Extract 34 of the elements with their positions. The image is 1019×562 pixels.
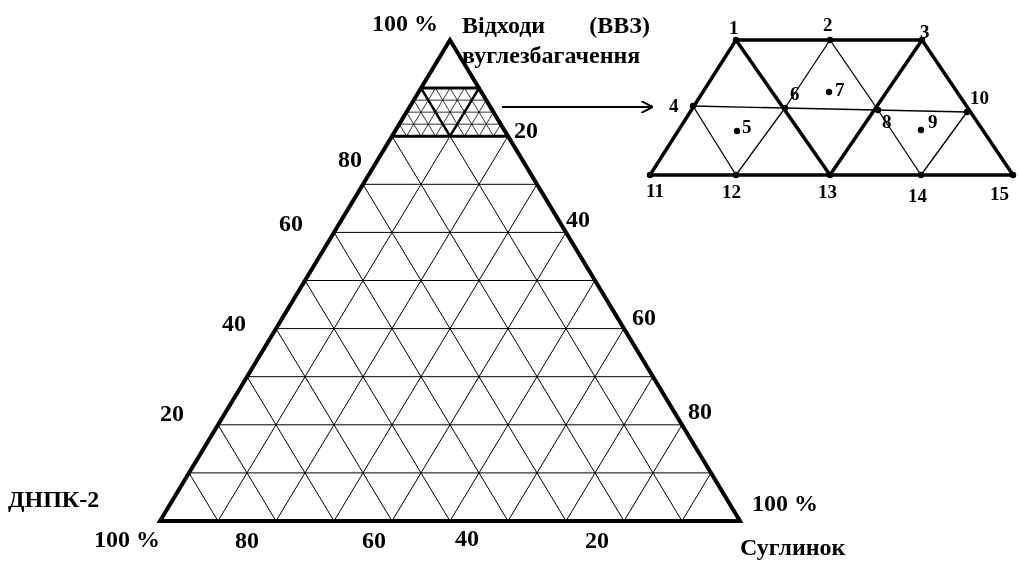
point-number: 4 <box>669 96 679 116</box>
point-number: 10 <box>970 88 989 108</box>
vertex-label: 100 % <box>94 526 160 552</box>
axis-tick-label: 80 <box>235 527 259 553</box>
vertex-label: Відходи (ВВЗ) вуглезбагачення <box>462 11 650 70</box>
axis-tick-label: 20 <box>160 400 184 426</box>
point-number: 15 <box>990 184 1009 204</box>
arrow <box>501 100 654 114</box>
axis-tick-label: 40 <box>222 310 246 336</box>
hatched-band <box>389 86 511 138</box>
vertex-label: 100 % <box>372 10 438 36</box>
axis-tick-label: 60 <box>279 210 303 236</box>
axis-tick-label: 40 <box>566 206 590 232</box>
point-number: 2 <box>823 15 833 35</box>
vertex-label: Суглинок <box>740 534 846 560</box>
simplex-lattice-drawing <box>646 36 1017 179</box>
point-number: 5 <box>742 117 752 137</box>
vertex-label: ДНПК-2 <box>8 486 100 512</box>
axis-tick-label: 40 <box>455 525 479 551</box>
point-number: 13 <box>818 182 837 202</box>
point-number: 12 <box>722 182 741 202</box>
axis-tick-label: 60 <box>362 527 386 553</box>
point-number: 11 <box>646 181 664 201</box>
point-number: 7 <box>835 80 845 100</box>
point-number: 9 <box>928 112 938 132</box>
axis-tick-label: 60 <box>632 304 656 330</box>
point-number: 14 <box>908 186 927 206</box>
axis-tick-label: 80 <box>688 398 712 424</box>
axis-tick-label: 80 <box>338 146 362 172</box>
point-number: 1 <box>729 18 739 38</box>
point-number: 3 <box>920 22 930 42</box>
axis-tick-label: 20 <box>585 527 609 553</box>
axis-tick-label: 20 <box>514 117 538 143</box>
vertex-label: 100 % <box>752 490 818 516</box>
